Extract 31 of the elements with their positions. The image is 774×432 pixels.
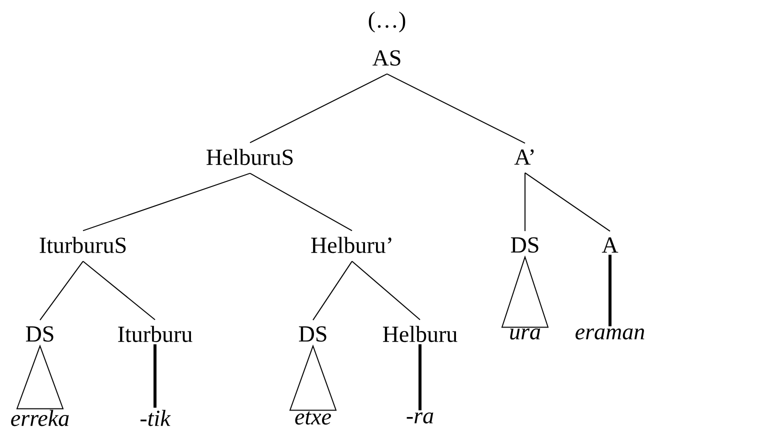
- branch-line: [154, 344, 156, 408]
- word-label: ura: [510, 328, 540, 340]
- category-label: HelburuS: [206, 148, 293, 166]
- branch-line: [524, 172, 610, 232]
- word-label: etxe: [295, 411, 331, 425]
- word-label: -ra: [406, 412, 434, 424]
- branch-line: [352, 260, 420, 320]
- branch-line: [608, 254, 612, 326]
- category-label: DS: [26, 326, 54, 342]
- category-label: Iturburu: [118, 326, 192, 342]
- category-label: DS: [298, 326, 326, 342]
- word-label: eraman: [576, 328, 644, 340]
- category-label: IturburuS: [40, 236, 126, 254]
- category-label: Helburu’: [311, 236, 392, 254]
- word-label: erreka: [11, 410, 69, 426]
- branch-line: [250, 73, 388, 144]
- category-label: A’: [514, 149, 534, 165]
- word-label: -tik: [140, 410, 171, 426]
- ellipsis-label: (…): [368, 12, 406, 32]
- category-label: AS: [372, 50, 400, 66]
- branch-line: [524, 172, 526, 232]
- category-label: DS: [510, 237, 538, 253]
- category-label: Helburu: [382, 326, 458, 342]
- branch-line: [82, 172, 250, 232]
- branch-line: [250, 172, 352, 232]
- branch-line: [82, 260, 156, 320]
- branch-line: [40, 260, 84, 321]
- branch-line: [386, 73, 526, 144]
- branch-line: [312, 260, 352, 321]
- category-label: A: [602, 237, 618, 253]
- branch-line: [418, 344, 422, 410]
